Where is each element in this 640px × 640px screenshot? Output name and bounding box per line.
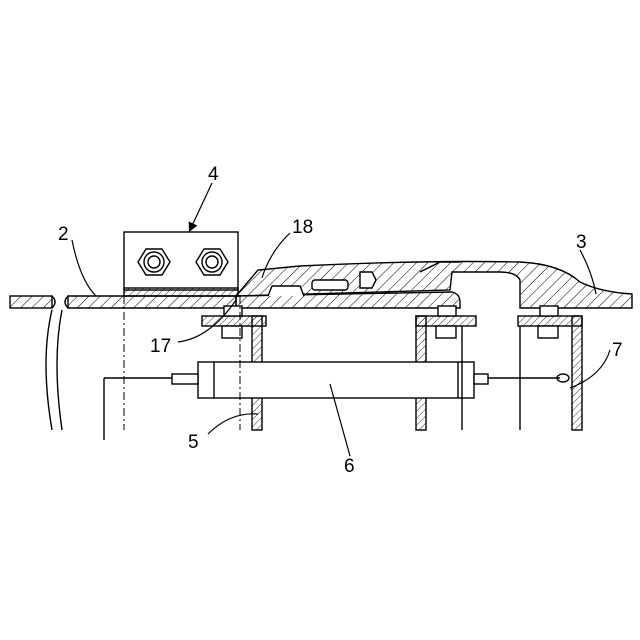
label-3: 3 xyxy=(576,232,587,253)
hex-bolt-left xyxy=(138,249,170,275)
actuator-cylinder xyxy=(104,362,569,440)
label-18: 18 xyxy=(292,217,313,238)
label-7: 7 xyxy=(612,340,623,361)
label-5: 5 xyxy=(188,432,199,453)
mounting-flange-right xyxy=(518,306,582,430)
label-6: 6 xyxy=(344,456,355,477)
label-4: 4 xyxy=(208,164,219,185)
label-2: 2 xyxy=(58,224,69,245)
hex-bolt-right xyxy=(196,249,228,275)
label-17: 17 xyxy=(150,336,171,357)
clamp-block xyxy=(124,232,238,296)
